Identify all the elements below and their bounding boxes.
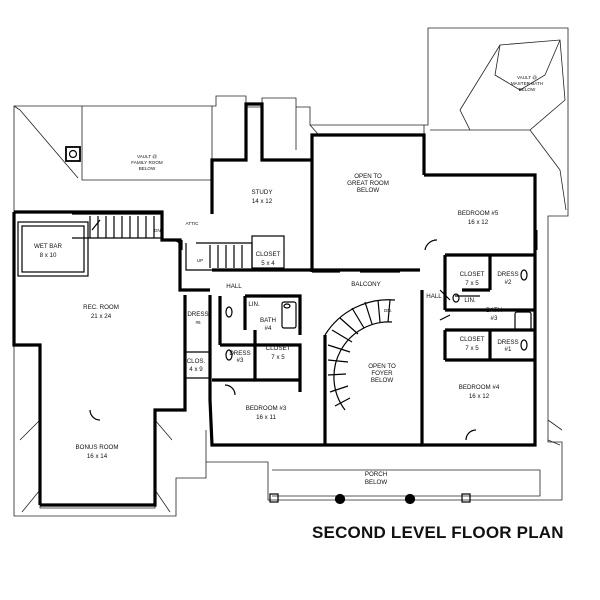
dress2-num: #2 <box>505 279 512 286</box>
bonus-room-name: BONUS ROOM <box>76 444 119 451</box>
closet4-name: CLOSET <box>460 336 485 343</box>
bedroom3-size: 16 x 11 <box>256 414 276 421</box>
wet-bar-size: 8 x 10 <box>40 252 57 259</box>
bonus-room-size: 16 x 14 <box>87 453 108 460</box>
porch-label-1: PORCH <box>365 471 387 478</box>
closet3-name: CLOSET <box>266 345 291 352</box>
closet-study-name: CLOSET <box>256 251 281 258</box>
dress3-num: #3 <box>237 357 244 364</box>
clos-name: CLOS. <box>187 358 206 365</box>
vault-family-label-2: FAMILY ROOM <box>131 160 163 165</box>
hall-left-label: HALL <box>226 283 242 290</box>
up-label: UP <box>197 258 203 263</box>
dress3-name: DRESS <box>229 350 250 357</box>
vault-master-label-2: MASTER BATH <box>511 81 543 86</box>
great-room-label-1: OPEN TO <box>354 173 382 180</box>
bedroom5-size: 16 x 12 <box>468 219 489 226</box>
great-room-label-3: BELOW <box>357 187 380 194</box>
foyer-label-3: BELOW <box>371 377 394 384</box>
hall-right-label: HALL <box>426 293 442 300</box>
dress-left-num: #6 <box>195 320 201 325</box>
closet4-size: 7 x 5 <box>465 345 479 352</box>
lin-right-label: LIN. <box>464 297 476 304</box>
bedroom4-size: 16 x 12 <box>469 393 490 400</box>
details <box>17 133 538 505</box>
dress1-name: DRESS <box>497 339 518 346</box>
balcony-label: BALCONY <box>351 281 381 288</box>
stair-dn-upper: DN. <box>154 228 162 233</box>
closet5-name: CLOSET <box>460 271 485 278</box>
vault-family-label-3: BELOW <box>139 166 156 171</box>
foyer-label-2: FOYER <box>371 370 393 377</box>
bedroom5-name: BEDROOM #5 <box>458 210 499 217</box>
bath3-num: #3 <box>491 315 498 322</box>
lin-left-label: LIN. <box>248 301 260 308</box>
vault-family-label-1: VAULT @ <box>137 154 157 159</box>
porch-label-2: BELOW <box>365 479 388 486</box>
study-size: 14 x 12 <box>252 198 273 205</box>
bath3-name: BATH <box>486 307 502 314</box>
clos-size: 4 x 9 <box>189 366 203 373</box>
dress2-name: DRESS <box>497 271 518 278</box>
closet-study-size: 5 x 4 <box>261 260 275 267</box>
stair-dn-foyer: DN. <box>384 308 392 313</box>
bedroom4-name: BEDROOM #4 <box>459 384 500 391</box>
rec-room-name: REC. ROOM <box>83 304 119 311</box>
attic-label: ATTIC <box>186 221 200 226</box>
great-room-label-2: GREAT ROOM <box>347 180 389 187</box>
bath4-name: BATH <box>260 317 276 324</box>
foyer-label-1: OPEN TO <box>368 363 396 370</box>
dress-left-name: DRESS <box>187 311 208 318</box>
wet-bar-name: WET BAR <box>34 243 63 250</box>
rec-room-size: 21 x 24 <box>91 313 112 320</box>
vault-master-label-1: VAULT @ <box>517 75 537 80</box>
roof-outline <box>13 27 569 517</box>
plan-title: SECOND LEVEL FLOOR PLAN <box>312 523 564 542</box>
room-labels: VAULT @ FAMILY ROOM BELOW VAULT @ MASTER… <box>34 75 543 486</box>
study-name: STUDY <box>252 189 273 196</box>
bedroom3-name: BEDROOM #3 <box>246 405 287 412</box>
dress1-num: #1 <box>505 346 512 353</box>
bath4-num: #4 <box>265 325 272 332</box>
closet5-size: 7 x 5 <box>465 280 479 287</box>
vault-master-label-3: BELOW <box>519 87 536 92</box>
closet3-size: 7 x 5 <box>271 354 285 361</box>
